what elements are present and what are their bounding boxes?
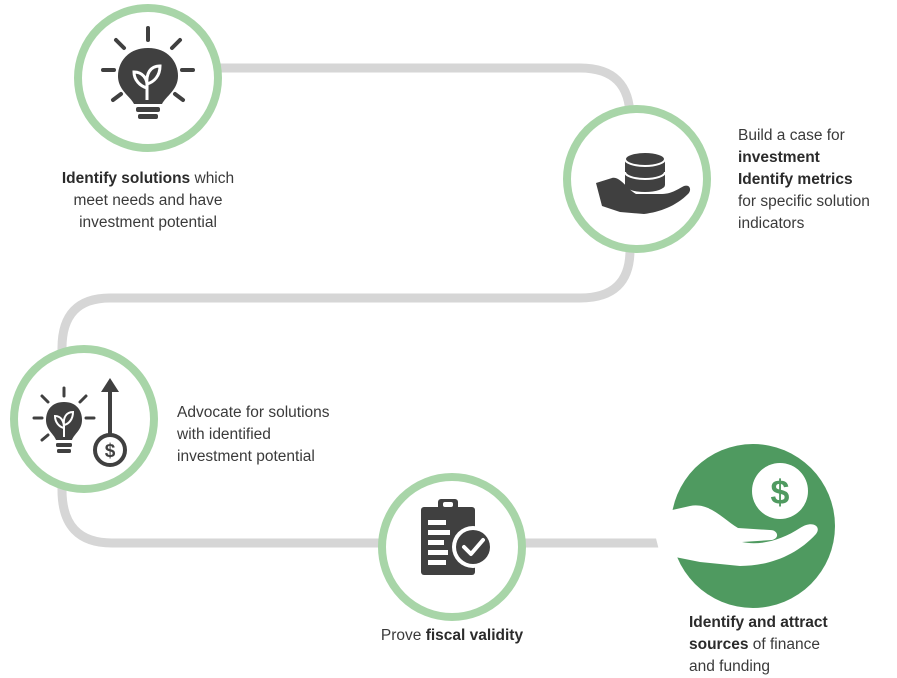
svg-text:$: $ bbox=[771, 474, 790, 512]
step-5-bold-1: Identify and attract bbox=[689, 614, 828, 631]
step-5-text-1: of finance bbox=[748, 636, 820, 653]
step-2-text-3: indicators bbox=[738, 215, 805, 232]
step-1-label: Identify solutions which meet needs and … bbox=[28, 168, 268, 234]
lightbulb-dollar-growth-icon: $ bbox=[32, 378, 127, 467]
step-2-text-2: for specific solution bbox=[738, 193, 870, 210]
step-5-text-2: and funding bbox=[689, 658, 771, 675]
step-1-text-2: meet needs and have bbox=[73, 192, 223, 209]
step-1-text-3: investment potential bbox=[79, 214, 217, 231]
step-1-node bbox=[74, 4, 222, 152]
step-2-node bbox=[563, 105, 711, 253]
step-3-text-3: investment potential bbox=[177, 448, 315, 465]
step-3-label: Advocate for solutions with identified i… bbox=[177, 402, 377, 468]
step-4-node bbox=[378, 473, 526, 621]
step-5-bold-2: sources bbox=[689, 636, 749, 653]
step-2-bold-1: investment bbox=[738, 149, 820, 166]
clipboard-check-icon bbox=[421, 499, 494, 575]
step-2-bold-2: Identify metrics bbox=[738, 171, 853, 188]
step-2-text-1: Build a case for bbox=[738, 127, 845, 144]
step-4-bold: fiscal validity bbox=[425, 627, 524, 644]
lightbulb-plant-icon bbox=[101, 26, 195, 119]
step-4-text-1: Prove bbox=[380, 627, 426, 644]
step-3-text-1: Advocate for solutions bbox=[177, 404, 330, 421]
step-3-node: $ bbox=[10, 345, 158, 493]
svg-text:$: $ bbox=[105, 441, 116, 462]
step-2-label: Build a case for investment Identify met… bbox=[738, 125, 888, 235]
process-path bbox=[57, 63, 665, 548]
step-4-label: Prove fiscal validity bbox=[352, 625, 552, 647]
hand-coins-icon bbox=[596, 151, 691, 214]
step-5-node: $ bbox=[650, 444, 835, 608]
step-5-label: Identify and attract sources of finance … bbox=[689, 612, 889, 678]
hand-dollar-coin-icon: $ bbox=[650, 463, 818, 566]
step-1-text-1: which bbox=[190, 170, 235, 187]
step-1-bold: Identify solutions bbox=[61, 170, 191, 187]
step-3-text-2: with identified bbox=[177, 426, 271, 443]
